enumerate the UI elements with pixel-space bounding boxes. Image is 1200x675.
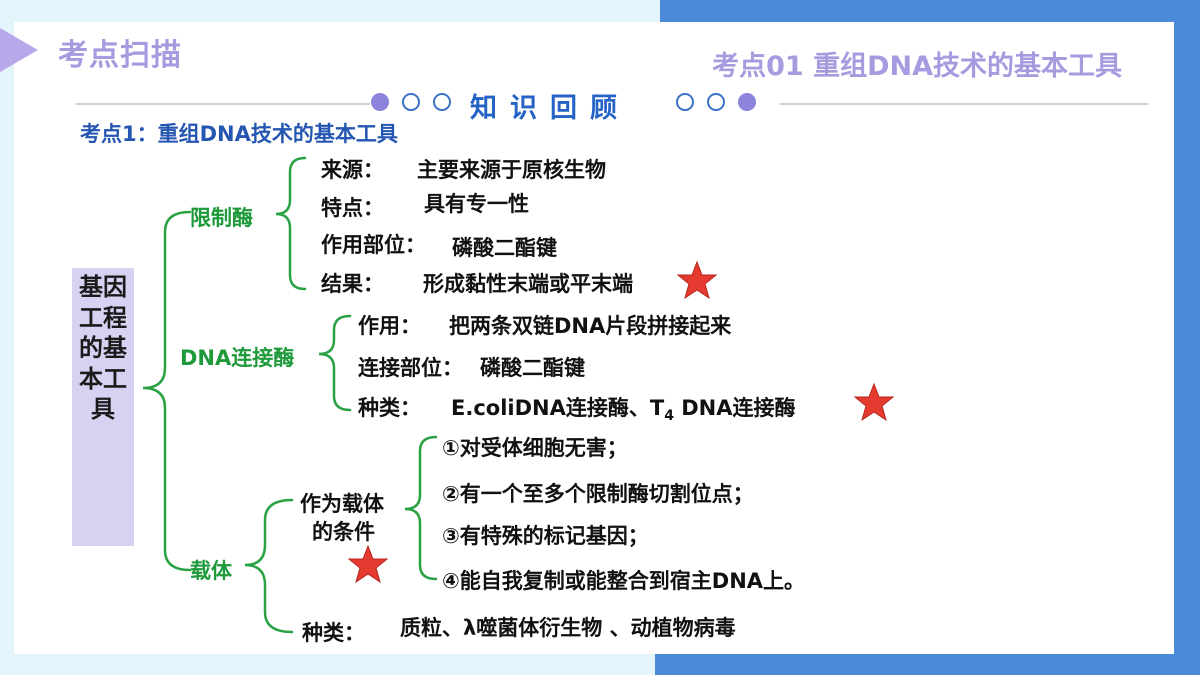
dot-icon — [371, 93, 389, 111]
divider-right — [780, 103, 1148, 105]
vector-condition-title-line1: 作为载体 — [300, 492, 384, 516]
point-heading: 考点1：重组DNA技术的基本工具 — [80, 122, 398, 146]
root-label: 基因工程的基本工具 — [79, 273, 127, 423]
result-value: 形成黏性末端或平末端 — [423, 272, 633, 296]
source-label: 来源： — [321, 158, 384, 182]
feature-label: 特点： — [321, 196, 384, 220]
dna-ligase-label: DNA连接酶 — [180, 346, 295, 370]
page-title: 考点01 重组DNA技术的基本工具 — [712, 51, 1122, 82]
ligase-kind-text-b: DNA连接酶 — [673, 396, 796, 420]
restriction-brace — [275, 156, 307, 291]
dot-icon — [707, 93, 725, 111]
ligase-kind-subscript: 4 — [664, 408, 674, 425]
triangle-arrow-icon — [0, 28, 38, 72]
ligase-kind-text-a: E.coliDNA连接酶、T — [451, 396, 665, 420]
site-label: 作用部位： — [321, 233, 426, 257]
result-label: 结果： — [321, 272, 384, 296]
restriction-enzyme-label: 限制酶 — [190, 206, 253, 230]
condition-item: ②有一个至多个限制酶切割位点； — [442, 482, 754, 506]
dot-icon — [402, 93, 420, 111]
vector-kind-label: 种类： — [302, 621, 365, 645]
frame-accent-bottom-right — [655, 652, 1200, 675]
review-title: 知识回顾 — [470, 93, 630, 124]
ligase-brace — [318, 314, 352, 412]
dot-icon — [676, 93, 694, 111]
vector-brace — [244, 498, 294, 634]
root-node: 基因工程的基本工具 — [72, 268, 134, 546]
star-icon — [348, 544, 388, 584]
dot-icon — [433, 93, 451, 111]
ligase-site-value: 磷酸二酯键 — [480, 356, 585, 380]
condition-brace — [404, 435, 438, 581]
condition-item: ③有特殊的标记基因； — [442, 524, 649, 548]
source-value: 主要来源于原核生物 — [417, 158, 606, 182]
condition-item: ①对受体细胞无害； — [442, 436, 628, 460]
ligase-kind-label: 种类： — [358, 396, 421, 420]
vector-label: 载体 — [190, 559, 232, 583]
vector-condition-title-line2: 的条件 — [312, 520, 375, 544]
star-icon — [854, 382, 894, 422]
site-value: 磷酸二酯键 — [452, 236, 557, 260]
ligase-function-label: 作用： — [358, 314, 421, 338]
vector-kind-value: 质粒、λ噬菌体衍生物 、动植物病毒 — [400, 616, 736, 640]
ligase-function-value: 把两条双链DNA片段拼接起来 — [449, 314, 732, 338]
frame-accent-right — [1172, 0, 1200, 675]
condition-item: ④能自我复制或能整合到宿主DNA上。 — [442, 569, 806, 593]
main-brace — [142, 210, 192, 572]
feature-value: 具有专一性 — [424, 192, 529, 216]
ligase-kind-value: E.coliDNA连接酶、T4 DNA连接酶 — [451, 392, 796, 424]
divider-left — [76, 103, 370, 105]
star-icon — [677, 260, 717, 300]
section-label: 考点扫描 — [58, 38, 182, 73]
content-card — [14, 22, 1174, 654]
dot-icon — [738, 93, 756, 111]
ligase-site-label: 连接部位： — [358, 356, 463, 380]
